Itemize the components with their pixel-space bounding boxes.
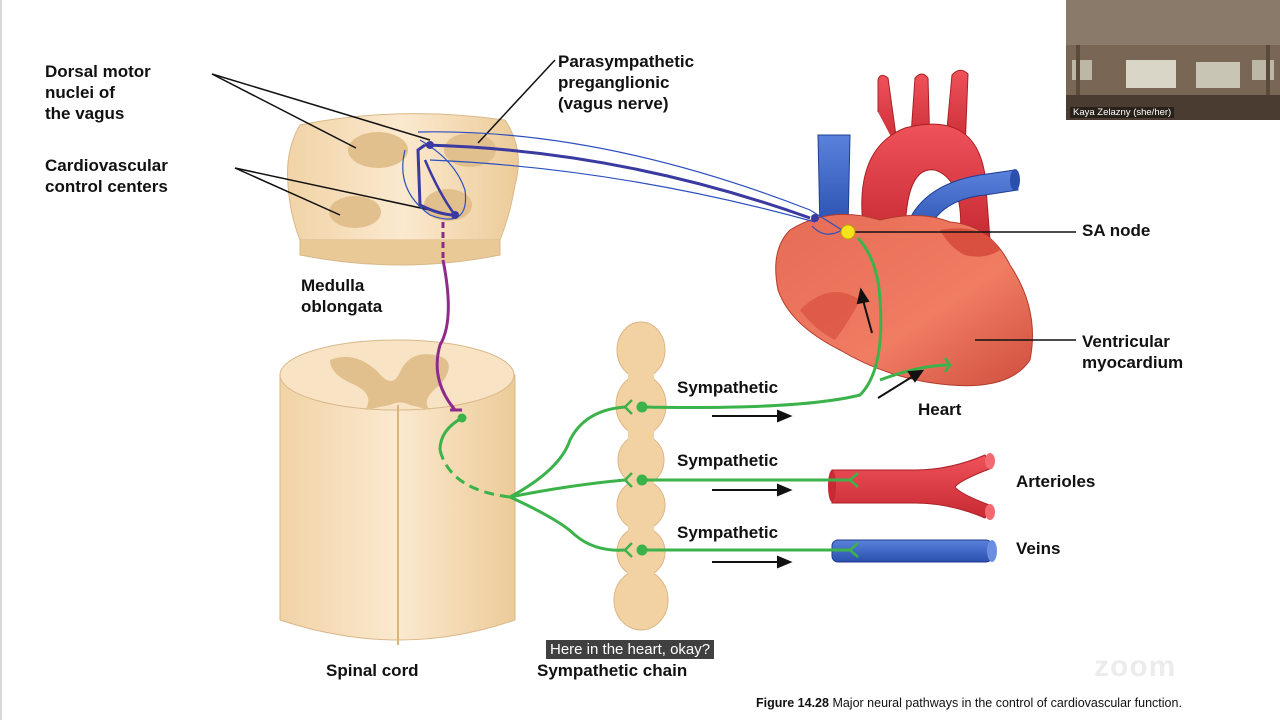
dorsal-motor-nuclei-label: Dorsal motor nuclei of the vagus <box>45 62 151 123</box>
participant-name: Kaya Zelazny (she/her) <box>1070 107 1175 118</box>
heart-label: Heart <box>918 400 962 419</box>
arteriole-vessel <box>828 453 995 520</box>
sympathetic-label-3: Sympathetic <box>677 523 779 542</box>
figure-caption-text: Major neural pathways in the control of … <box>832 696 1182 710</box>
dorsal-nucleus-dot <box>426 141 434 149</box>
sa-node-label: SA node <box>1082 221 1151 240</box>
medulla-spinal-tract <box>435 222 462 412</box>
vein-vessel <box>831 539 997 563</box>
sympathetic-pathways <box>438 236 952 558</box>
ganglion-dot-1 <box>636 401 648 413</box>
cardio-center-left <box>329 196 381 228</box>
dorsal-motor-nucleus-left <box>348 132 408 168</box>
spinal-cord <box>279 339 516 645</box>
flow-arrows <box>712 287 925 569</box>
preganglionic-start-dot <box>457 413 467 423</box>
spinal-cord-label: Spinal cord <box>326 661 419 680</box>
video-feed-image <box>1066 0 1280 120</box>
sympathetic-label-1: Sympathetic <box>677 378 779 397</box>
figure-number: Figure 14.28 <box>756 696 829 710</box>
parasympathetic-label: Parasympathetic preganglionic (vagus ner… <box>558 52 695 113</box>
sympathetic-chain-label: Sympathetic chain <box>537 661 688 680</box>
parasympathetic-pathway <box>402 131 844 235</box>
leader-lines <box>211 59 1076 341</box>
medulla-label: Medulla oblongata <box>301 276 383 316</box>
sympathetic-label-2: Sympathetic <box>677 451 779 470</box>
heart <box>775 69 1033 387</box>
sa-node-marker <box>840 224 856 240</box>
arterioles-label: Arterioles <box>1016 472 1096 491</box>
ganglion-dot-3 <box>636 544 648 556</box>
live-caption: Here in the heart, okay? <box>546 640 715 659</box>
zoom-watermark: zoom <box>1094 650 1177 683</box>
figure-caption: Figure 14.28 Major neural pathways in th… <box>756 696 1182 710</box>
veins-label: Veins <box>1016 539 1061 558</box>
parasympathetic-terminal <box>811 214 819 222</box>
cardio-center-dot <box>451 211 459 219</box>
dorsal-motor-nucleus-right <box>444 133 496 167</box>
sympathetic-chain <box>613 321 669 631</box>
ventricular-label: Ventricular myocardium <box>1082 332 1184 372</box>
participant-video-tile[interactable]: Kaya Zelazny (she/her) <box>1066 0 1280 120</box>
slide-border <box>0 0 2 720</box>
cardiovascular-centers-label: Cardiovascular control centers <box>45 156 168 196</box>
ganglion-dot-2 <box>636 474 648 486</box>
